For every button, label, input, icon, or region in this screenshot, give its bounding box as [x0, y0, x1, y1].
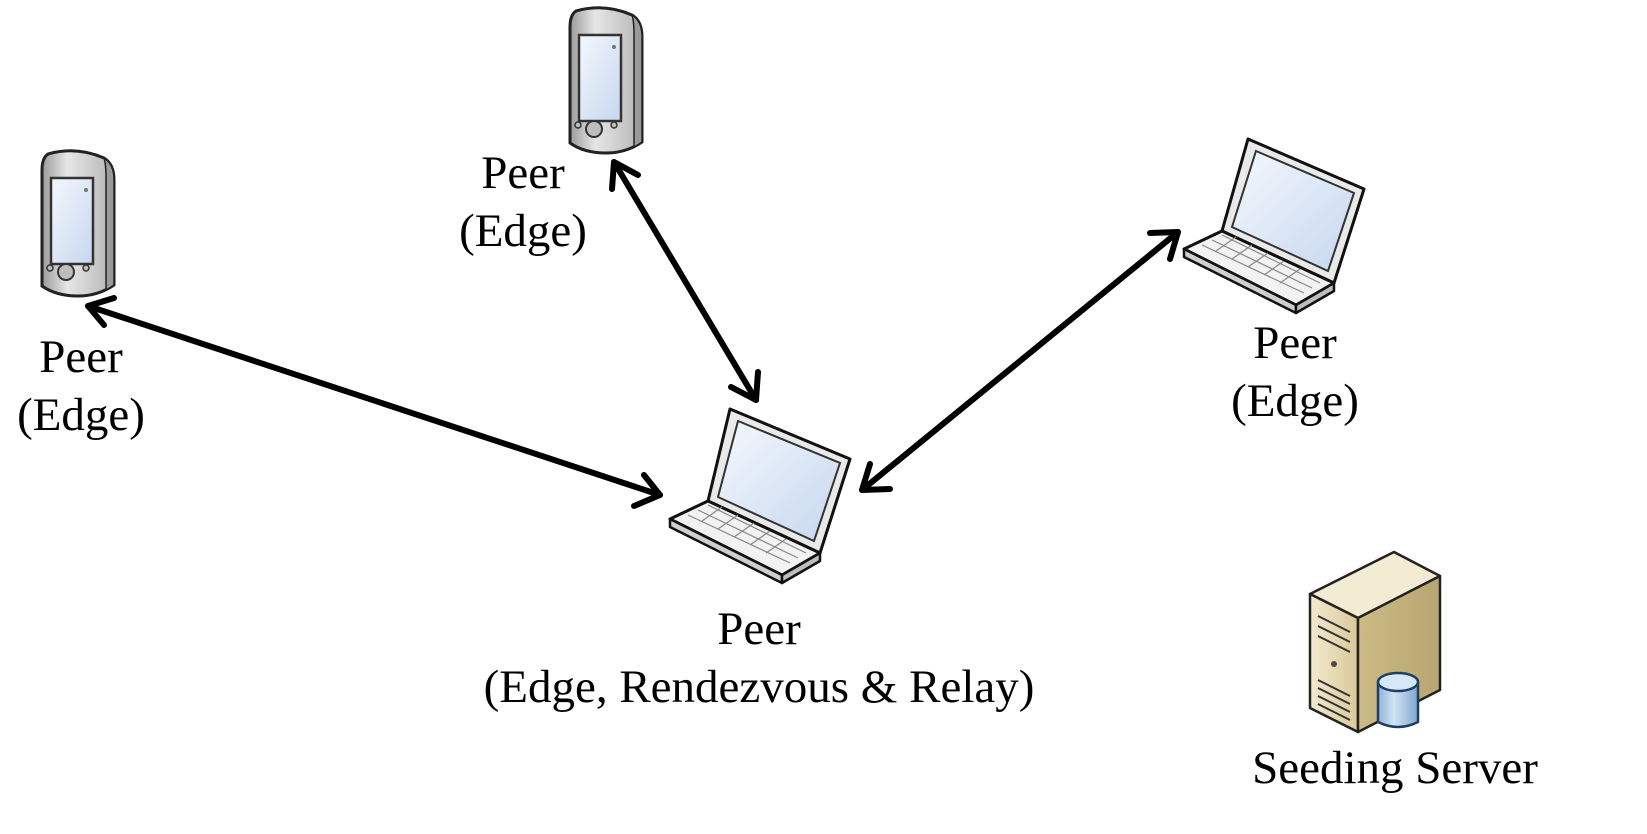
arrowhead-end — [728, 369, 761, 403]
label-line-2: (Edge, Rendezvous & Relay) — [483, 661, 1035, 713]
arrowhead-start — [85, 295, 117, 328]
label-line-2: (Edge) — [17, 389, 145, 441]
label-line-1: Peer — [481, 147, 565, 199]
mobile-device-icon — [40, 149, 116, 298]
label-line-1: Peer — [39, 331, 123, 383]
label-line-2: (Edge) — [1231, 375, 1359, 427]
server-tower-icon — [1308, 550, 1442, 734]
arrowhead-end — [859, 461, 893, 493]
node-label-laptop-right: Peer (Edge) — [1231, 314, 1359, 430]
laptop-icon — [1182, 137, 1366, 315]
laptop-icon — [668, 407, 852, 585]
arrowhead-start — [1147, 229, 1181, 262]
node-label-phone-top: Peer (Edge) — [459, 144, 587, 260]
node-label-phone-left: Peer (Edge) — [17, 328, 145, 444]
database-icon — [1376, 671, 1420, 729]
label-line-1: Peer — [717, 603, 801, 655]
label-line-1: Peer — [1253, 317, 1337, 369]
connection-laptop-right-to-center — [859, 229, 1181, 493]
arrowhead-end — [631, 472, 663, 509]
arrowhead-start — [609, 159, 641, 192]
label-line-1: Seeding Server — [1252, 742, 1538, 794]
node-label-laptop-center: Peer (Edge, Rendezvous & Relay) — [484, 600, 1035, 716]
mobile-device-icon — [568, 6, 644, 155]
label-line-2: (Edge) — [459, 205, 587, 257]
connection-phone-left-to-center — [85, 295, 663, 509]
node-label-server: Seeding Server — [1252, 739, 1538, 797]
connection-phone-top-to-center — [609, 159, 761, 403]
